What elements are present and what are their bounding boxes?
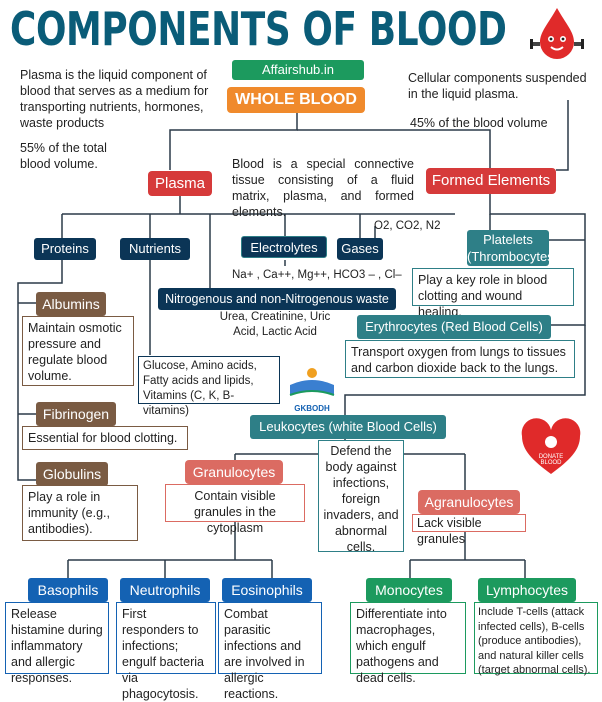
monocytes-node: Monocytes	[366, 578, 452, 602]
neutrophils-node: Neutrophils	[120, 578, 210, 602]
electrolytes-list: Na+ , Ca++, Mg++, HCO3 – , Cl–	[232, 269, 402, 281]
lymphocytes-node: Lymphocytes	[478, 578, 576, 602]
basophils-description: Release histamine during inflammatory an…	[5, 602, 109, 685]
platelets-node: Platelets (Thrombocytes)	[467, 230, 559, 266]
plasma-node: Plasma	[148, 171, 212, 196]
gases-node: Gases	[337, 238, 383, 260]
proteins-node: Proteins	[34, 238, 96, 260]
leukocytes-node: Leukocytes (white Blood Cells)	[250, 415, 446, 439]
eosinophils-node: Eosinophils	[222, 578, 312, 602]
albumins-description: Maintain osmotic pressure and regulate b…	[22, 316, 134, 386]
fibrinogen-description: Essential for blood clotting.	[22, 426, 188, 450]
basophils-node: Basophils	[28, 578, 108, 602]
globulins-description: Play a role in immunity (e.g., antibodie…	[22, 485, 138, 541]
nitrogenous-node: Nitrogenous and non-Nitrogenous waste	[158, 288, 396, 310]
blood-drop-mascot-icon	[528, 6, 586, 64]
fibrinogen-node: Fibrinogen	[36, 402, 116, 426]
agranulocytes-node: Agranulocytes	[418, 490, 520, 514]
page-title: COMPONENTS OF BLOOD	[10, 2, 507, 56]
plasma-description: Plasma is the liquid component of blood …	[20, 68, 209, 130]
nitrogenous-list: Urea, Creatinine, Uric Acid, Lactic Acid	[219, 311, 331, 338]
monocytes-description: Differentiate into macrophages, which en…	[350, 602, 466, 685]
logo-text: GKBODH	[294, 404, 330, 413]
electrolytes-node: Electrolytes	[241, 236, 327, 258]
platelets-description: Play a key role in blood clotting and wo…	[412, 268, 574, 319]
plasma-percent: 55% of the total blood volume.	[20, 141, 107, 171]
albumins-node: Albumins	[36, 292, 106, 316]
whole-blood-node: WHOLE BLOOD	[227, 87, 365, 113]
nutrients-node: Nutrients	[120, 238, 190, 260]
granulocytes-description: Contain visible granules in the cytoplas…	[165, 484, 305, 535]
formed-percent: 45% of the blood volume	[410, 116, 548, 130]
neutrophils-description: First responders to infections; engulf b…	[116, 602, 216, 701]
formed-elements-node: Formed Elements	[426, 168, 556, 194]
lymphocytes-description: Include T-cells (attack infected cells),…	[474, 602, 598, 676]
globulins-node: Globulins	[36, 462, 108, 486]
nutrients-list: Glucose, Amino acids, Fatty acids and li…	[138, 356, 280, 417]
donate-heart-icon: DONATE BLOOD	[520, 418, 582, 478]
heart-text: DONATE BLOOD	[538, 454, 564, 466]
erythrocytes-node: Erythrocytes (Red Blood Cells)	[357, 315, 551, 339]
gkbodh-logo-icon: GKBODH	[282, 365, 342, 413]
blood-description: Blood is a special connective tissue con…	[232, 157, 414, 219]
agranulocytes-description: Lack visible granules	[412, 514, 526, 546]
connector-lines	[17, 100, 586, 578]
erythrocytes-description: Transport oxygen from lungs to tissues a…	[345, 340, 575, 378]
granulocytes-node: Granulocytes	[185, 460, 283, 484]
eosinophils-description: Combat parasitic infections and are invo…	[218, 602, 322, 701]
gases-list: O2, CO2, N2	[374, 220, 441, 232]
leukocytes-description: Defend the body against infections, fore…	[318, 440, 404, 554]
formed-description: Cellular components suspended in the liq…	[408, 71, 587, 101]
site-badge: Affairshub.in	[232, 60, 364, 80]
